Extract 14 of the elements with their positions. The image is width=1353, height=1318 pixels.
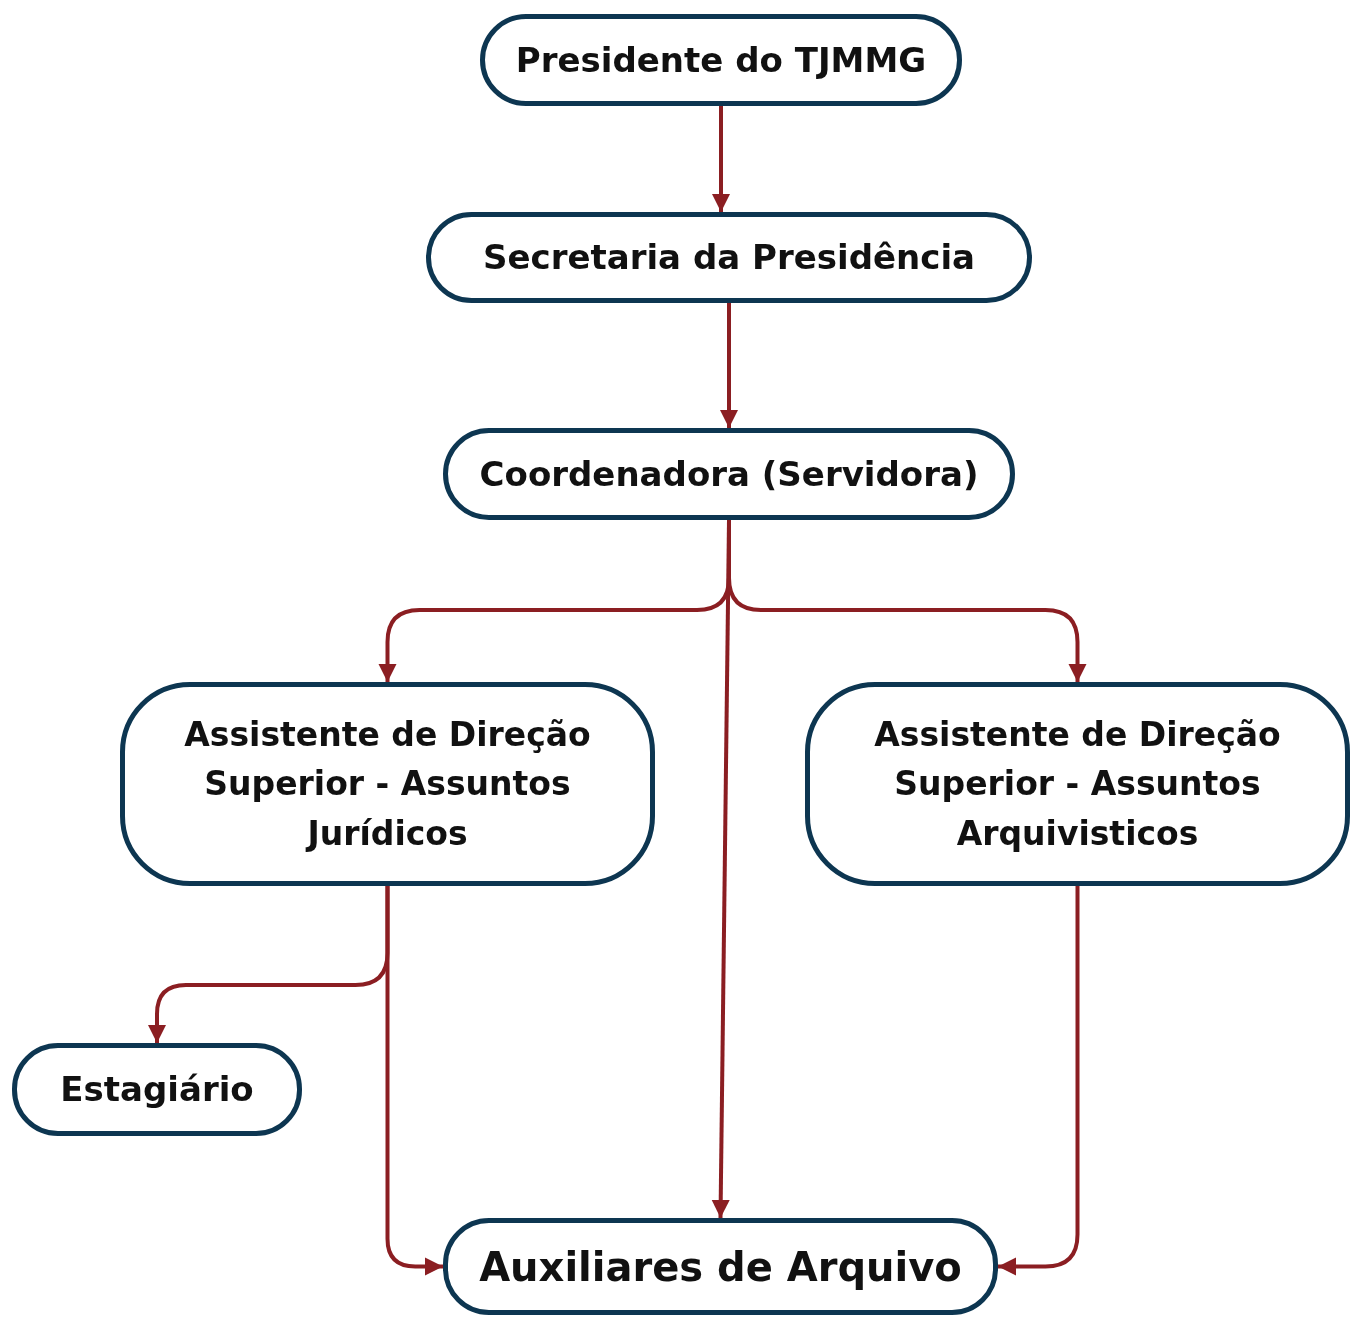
box-label: Estagiário bbox=[60, 1068, 254, 1111]
box-label: Assistente de Direção Superior - Assuntos Arquivisticos bbox=[873, 713, 1282, 855]
arrow bbox=[720, 303, 738, 428]
box-label: Secretaria da Presidência bbox=[482, 236, 975, 279]
arrow bbox=[385, 886, 443, 1276]
box-label: Auxiliares de Arquivo bbox=[479, 1242, 962, 1292]
box-label: Presidente do TJMMG bbox=[515, 38, 927, 82]
rounded-box bbox=[805, 682, 1350, 886]
arrow bbox=[998, 886, 1080, 1276]
box-label: Assistente de Direção Superior - Assuntos Jurídicos bbox=[183, 713, 592, 855]
arrow bbox=[727, 520, 1087, 682]
arrow bbox=[712, 106, 730, 212]
box-label: Coordenadora (Servidora) bbox=[479, 452, 979, 496]
rounded-box bbox=[120, 682, 655, 886]
